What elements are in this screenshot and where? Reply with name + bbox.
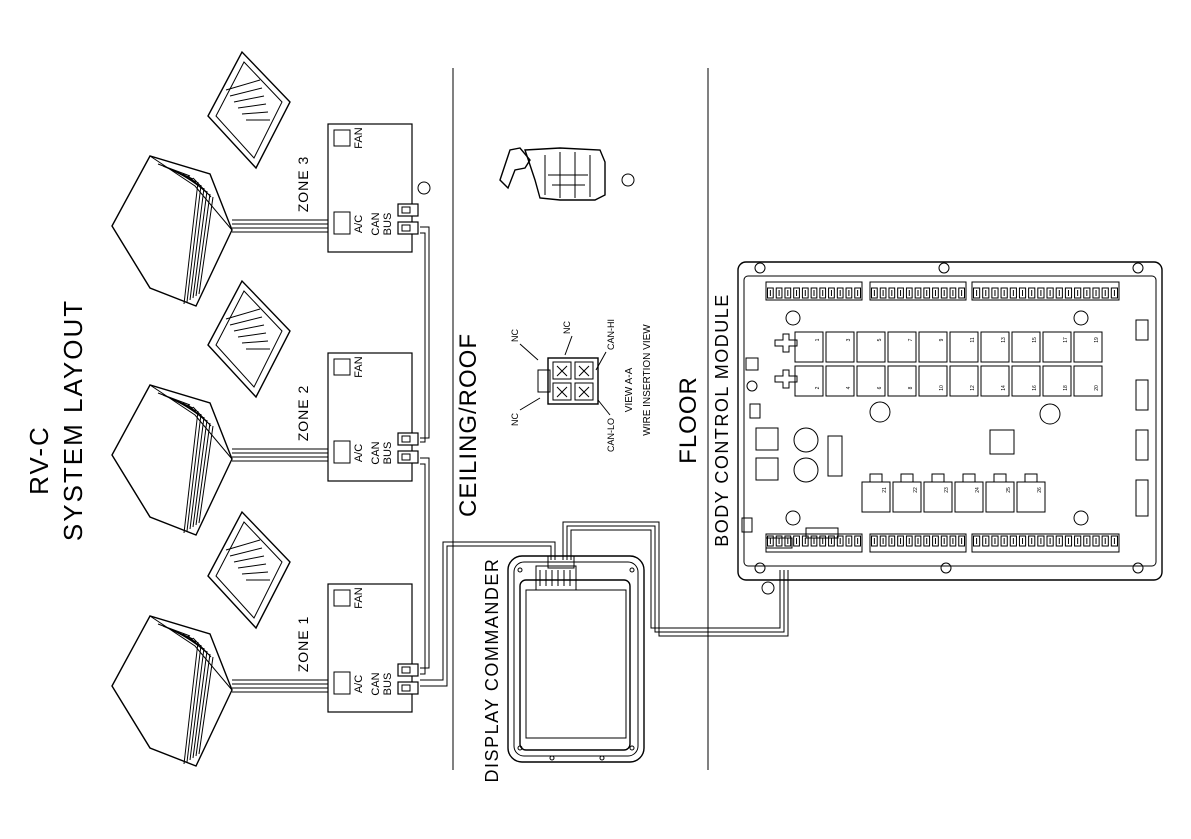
relay-number: 20 xyxy=(1094,385,1100,391)
relay-number: 11 xyxy=(970,337,976,342)
pin-label-can-lo: CAN-LO xyxy=(606,418,616,452)
zone-label: ZONE 2 xyxy=(295,385,311,442)
relay-number: 4 xyxy=(846,386,852,389)
relay xyxy=(919,332,947,362)
relay-number: 1 xyxy=(815,338,821,341)
relay-number: 9 xyxy=(939,338,945,341)
relay xyxy=(1012,332,1040,362)
relay xyxy=(795,332,823,362)
relay-number: 2 xyxy=(815,386,821,389)
relay-number: 7 xyxy=(908,338,914,341)
relay-number: 21 xyxy=(882,487,888,493)
relay-number: 6 xyxy=(877,386,883,389)
bus-label: BUS xyxy=(382,673,394,696)
ac-unit-2 xyxy=(112,385,232,535)
relay xyxy=(862,482,890,512)
bcm-terminal-strip-top xyxy=(766,282,1119,300)
relay xyxy=(1043,332,1071,362)
relay xyxy=(924,482,952,512)
thermostat-3 xyxy=(208,52,290,168)
pin-label-nc-1: NC xyxy=(510,329,520,342)
view-subtitle: WIRE INSERTION VIEW xyxy=(642,324,653,436)
relay xyxy=(888,332,916,362)
fan-label: FAN xyxy=(353,356,365,377)
thermostat-1 xyxy=(208,512,290,628)
thermostat-2 xyxy=(208,281,290,397)
relay-number: 23 xyxy=(944,487,950,493)
bcm-terminal-strip-bottom xyxy=(766,534,1119,552)
view-title: VIEW A-A xyxy=(624,367,635,412)
relay xyxy=(981,332,1009,362)
zone-label: ZONE 3 xyxy=(295,156,311,213)
zone-label: ZONE 1 xyxy=(295,616,311,673)
ac-label: A/C xyxy=(353,444,365,462)
relay xyxy=(795,366,823,396)
can-label: CAN xyxy=(370,212,382,235)
relay-number: 19 xyxy=(1094,337,1100,343)
floor-label: FLOOR xyxy=(675,376,702,464)
relay-number: 14 xyxy=(1001,385,1007,391)
relay xyxy=(826,332,854,362)
relay xyxy=(1017,482,1045,512)
relay xyxy=(857,332,885,362)
relay-number: 24 xyxy=(975,487,981,493)
pin-label-can-hi: CAN-HI xyxy=(606,319,616,350)
diagram-title: RV-C SYSTEM LAYOUT xyxy=(24,299,88,541)
relay-number: 13 xyxy=(1001,337,1007,343)
relay xyxy=(986,482,1014,512)
pin-label-nc-2: NC xyxy=(562,321,572,334)
relay-number: 8 xyxy=(908,386,914,389)
title-line-1: RV-C xyxy=(24,425,54,495)
relay xyxy=(826,366,854,396)
relay-number: 25 xyxy=(1006,487,1012,493)
relay xyxy=(1074,332,1102,362)
relay xyxy=(955,482,983,512)
bus-label: BUS xyxy=(382,442,394,465)
relay-number: 26 xyxy=(1037,487,1043,493)
relay-number: 5 xyxy=(877,338,883,341)
body-control-module: BODY CONTROL MODULE 12345678910111213141… xyxy=(712,262,1162,594)
fan-label: FAN xyxy=(353,587,365,608)
relay-number: 22 xyxy=(913,487,919,493)
relay-number: 3 xyxy=(846,338,852,341)
relay xyxy=(893,482,921,512)
relay-number: 16 xyxy=(1032,385,1038,391)
title-line-2: SYSTEM LAYOUT xyxy=(58,299,88,541)
body-control-module-label: BODY CONTROL MODULE xyxy=(712,293,732,547)
ceiling-roof-label: CEILING/ROOF xyxy=(455,333,482,517)
relay-number: 12 xyxy=(970,385,976,391)
pin-label-nc-3: NC xyxy=(510,413,520,426)
relay-number: 10 xyxy=(939,385,945,391)
ac-unit-1 xyxy=(112,616,232,766)
relay-number: 15 xyxy=(1032,337,1038,343)
ac-label: A/C xyxy=(353,215,365,233)
ac-label: A/C xyxy=(353,675,365,693)
display-commander-label: DISPLAY COMMANDER xyxy=(482,558,502,783)
relay-number: 18 xyxy=(1063,385,1069,391)
relay-number: 17 xyxy=(1063,337,1069,343)
relay xyxy=(857,366,885,396)
connector-wire-insertion-view: NC NC CAN-HI NC CAN-LO VIEW A-A WIRE INS… xyxy=(510,319,653,452)
connector-illustration xyxy=(418,148,634,200)
bus-label: BUS xyxy=(382,213,394,236)
ac-unit-3 xyxy=(112,156,232,306)
can-label: CAN xyxy=(370,441,382,464)
relay xyxy=(950,332,978,362)
fan-label: FAN xyxy=(353,127,365,148)
display-commander: DISPLAY COMMANDER xyxy=(482,556,644,782)
can-label: CAN xyxy=(370,672,382,695)
relay xyxy=(888,366,916,396)
